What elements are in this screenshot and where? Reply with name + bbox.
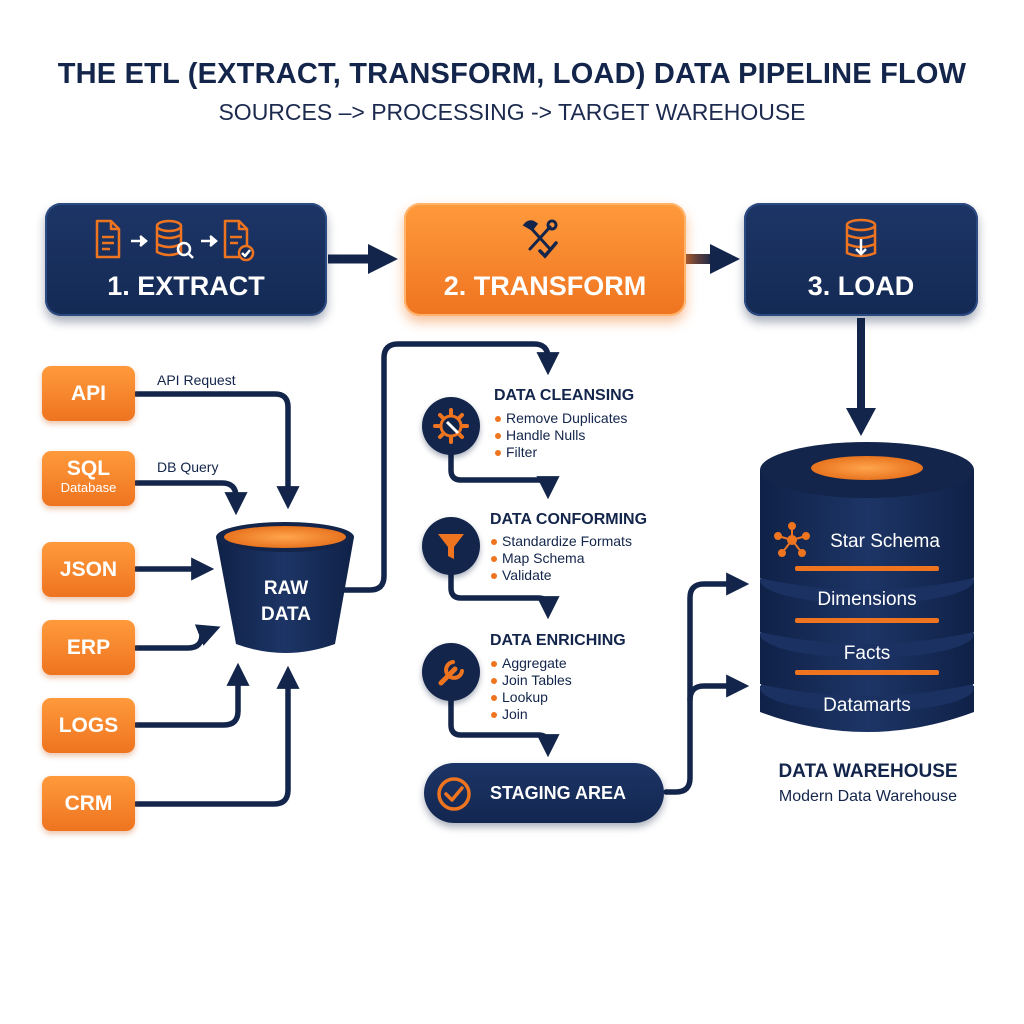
- source-api: API: [42, 366, 135, 421]
- database-search-icon: [155, 219, 194, 259]
- list-item: Join Tables: [490, 672, 572, 689]
- stage-transform: 2. TRANSFORM: [404, 203, 686, 316]
- edge-label-db-query: DB Query: [157, 459, 219, 475]
- connector-staging-to-warehouse: [663, 572, 750, 795]
- list-item: Validate: [490, 567, 632, 584]
- stage-load: 3. LOAD: [744, 203, 978, 316]
- step-list-cleansing: Remove Duplicates Handle Nulls Filter: [494, 410, 627, 461]
- extract-icons: [45, 215, 327, 265]
- connector-conforming-to-enriching: [448, 570, 560, 620]
- tier-datamarts: Datamarts: [823, 695, 911, 716]
- connector-raw-to-transform: [339, 341, 560, 593]
- source-logs: LOGS: [42, 698, 135, 753]
- source-sql-database: SQL Database: [42, 451, 135, 506]
- star-schema-icon: [774, 522, 810, 557]
- step-title-conforming: DATA CONFORMING: [490, 511, 648, 528]
- page-title: THE ETL (EXTRACT, TRANSFORM, LOAD) DATA …: [57, 58, 967, 90]
- staging-area-label: STAGING AREA: [490, 783, 627, 803]
- connector-sql: [133, 480, 248, 516]
- arrow-right-icon: [201, 235, 218, 247]
- warehouse-title: DATA WAREHOUSE: [778, 761, 958, 782]
- list-item: Join: [490, 706, 572, 723]
- tier-dimensions: Dimensions: [817, 589, 917, 610]
- warehouse-cylinder: [760, 442, 974, 732]
- source-crm: CRM: [42, 776, 135, 831]
- step-title-enriching: DATA ENRICHING: [490, 632, 626, 649]
- document-icon: [95, 219, 121, 259]
- connector-crm: [133, 665, 300, 807]
- connector-api: [133, 391, 300, 510]
- list-item: Map Schema: [490, 550, 632, 567]
- raw-data-label: RAW DATA: [261, 578, 311, 625]
- source-connectors: [133, 391, 300, 807]
- tools-check-icon: [404, 215, 686, 265]
- connector-enriching-to-staging: [448, 697, 560, 758]
- raw-data-bucket: [216, 522, 354, 653]
- stage-extract: 1. EXTRACT: [45, 203, 327, 316]
- staging-area: STAGING AREA: [424, 763, 664, 823]
- check-circle-icon: [437, 777, 471, 811]
- list-item: Remove Duplicates: [494, 410, 627, 427]
- source-erp: ERP: [42, 620, 135, 675]
- document-check-icon: [223, 219, 255, 262]
- tier-facts: Facts: [843, 643, 891, 664]
- arrow-transform-to-load: [666, 244, 740, 274]
- funnel-icon: [422, 517, 480, 575]
- gear-wrench-icon: [422, 397, 480, 455]
- wrench-icon: [422, 643, 480, 701]
- stage-load-label: 3. LOAD: [807, 271, 915, 301]
- list-item: Handle Nulls: [494, 427, 627, 444]
- list-item: Filter: [494, 444, 627, 461]
- arrow-right-icon: [131, 235, 148, 247]
- step-connectors: [448, 452, 560, 758]
- list-item: Standardize Formats: [490, 533, 632, 550]
- warehouse-subtitle: Modern Data Warehouse: [778, 788, 958, 805]
- stage-transform-label: 2. TRANSFORM: [443, 271, 647, 301]
- arrow-load-to-warehouse: [846, 318, 876, 436]
- step-list-conforming: Standardize Formats Map Schema Validate: [490, 533, 632, 584]
- list-item: Aggregate: [490, 655, 572, 672]
- tier-star-schema: Star Schema: [830, 531, 940, 552]
- connector-cleansing-to-conforming: [448, 452, 560, 500]
- step-title-cleansing: DATA CLEANSING: [494, 387, 635, 404]
- source-json: JSON: [42, 542, 135, 597]
- connector-erp: [133, 624, 221, 651]
- database-download-icon: [744, 215, 978, 265]
- page-subtitle: SOURCES –> PROCESSING -> TARGET WAREHOUS…: [218, 99, 806, 125]
- arrow-extract-to-transform: [328, 244, 398, 274]
- edge-label-api-request: API Request: [157, 372, 236, 388]
- list-item: Lookup: [490, 689, 572, 706]
- stage-extract-label: 1. EXTRACT: [107, 271, 265, 301]
- step-list-enriching: Aggregate Join Tables Lookup Join: [490, 655, 572, 723]
- connector-logs: [133, 662, 250, 728]
